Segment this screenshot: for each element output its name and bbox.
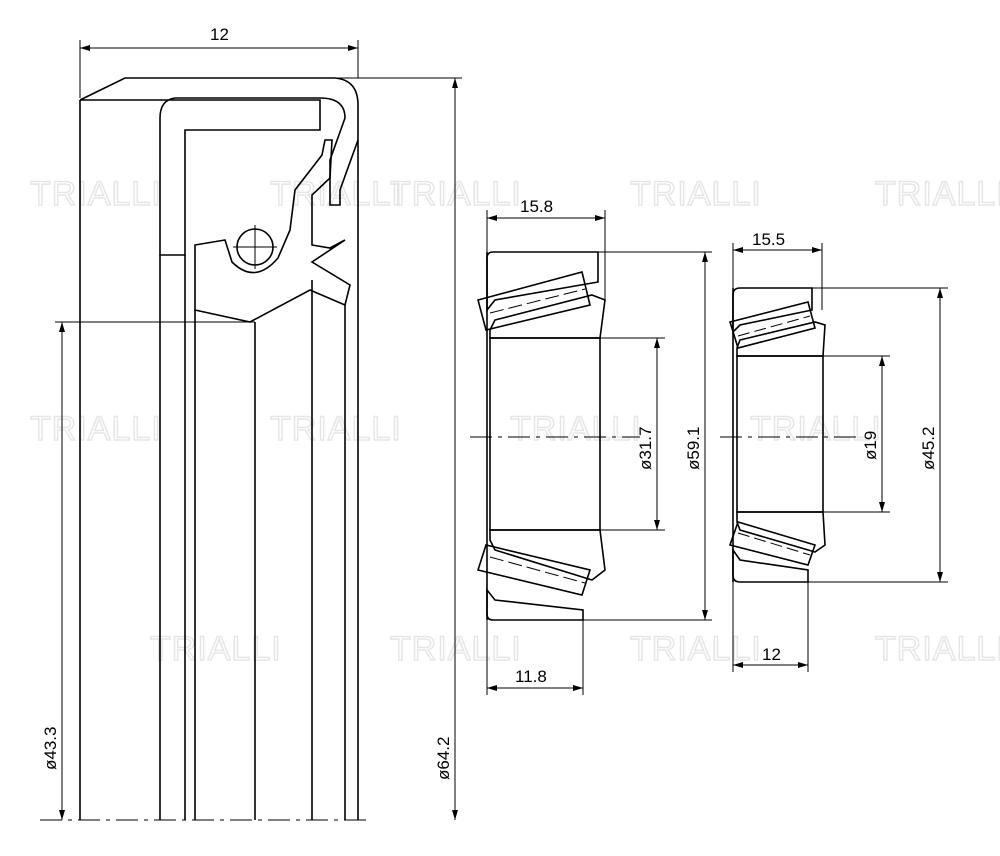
small-bearing-width-bottom-label: 12 (762, 645, 781, 664)
small-bearing-outer-label: ø45.2 (919, 427, 938, 470)
svg-text:TRIALLI: TRIALLI (30, 175, 162, 213)
svg-text:TRIALLI: TRIALLI (390, 175, 522, 213)
svg-text:TRIALLI: TRIALLI (750, 410, 882, 448)
large-bearing-bore-label: ø31.7 (636, 427, 655, 470)
svg-text:TRIALLI: TRIALLI (390, 630, 522, 668)
svg-text:TRIALLI: TRIALLI (630, 175, 762, 213)
svg-text:TRIALLI: TRIALLI (270, 410, 402, 448)
svg-text:TRIALLI: TRIALLI (630, 630, 762, 668)
oil-seal-section (40, 77, 370, 821)
seal-inner-diameter-label: ø43.3 (41, 727, 60, 770)
svg-text:TRIALLI: TRIALLI (510, 410, 642, 448)
large-bearing-dimensions (486, 210, 712, 695)
svg-text:TRIALLI: TRIALLI (150, 630, 282, 668)
svg-text:TRIALLI: TRIALLI (875, 630, 1000, 668)
svg-text:TRIALLI: TRIALLI (270, 175, 402, 213)
large-bearing-section (470, 251, 640, 621)
small-bearing-dimensions (732, 243, 948, 672)
large-bearing-width-bottom-label: 11.8 (515, 667, 547, 686)
seal-width-label: 12 (210, 25, 229, 44)
small-bearing-bore-label: ø19 (861, 431, 880, 460)
seal-dimensions (55, 40, 462, 820)
svg-text:TRIALLI: TRIALLI (875, 175, 1000, 213)
seal-outer-diameter-label: ø64.2 (434, 737, 453, 780)
large-bearing-outer-label: ø59.1 (684, 427, 703, 470)
large-bearing-width-top-label: 15.8 (520, 197, 553, 216)
svg-text:TRIALLI: TRIALLI (30, 410, 162, 448)
small-bearing-section (720, 287, 860, 583)
small-bearing-width-top-label: 15.5 (752, 230, 785, 249)
